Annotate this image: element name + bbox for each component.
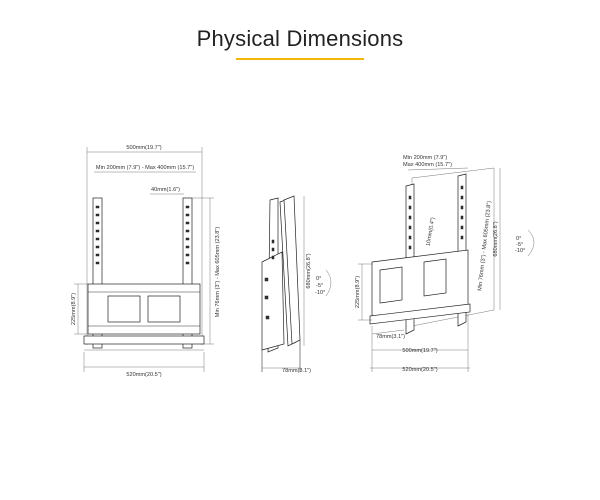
iso-plate-height-label: 225mm(8.9")	[355, 276, 361, 308]
side-view: 680mm(26.8") 78mm(3.1") 0° -5° -10°	[261, 195, 332, 374]
front-height-range-label: Min 76mm (3") - Max 605mm (23.8")	[215, 227, 221, 318]
iso-tilt-10-label: -10°	[515, 248, 525, 254]
iso-tilt-0-label: 0°	[516, 236, 521, 242]
front-width-top-label: 500mm(19.7")	[126, 145, 161, 151]
side-height-label: 680mm(26.8")	[306, 253, 312, 288]
side-tilt-5-label: -5°	[316, 283, 323, 289]
title-underline	[236, 58, 364, 60]
page-title: Physical Dimensions	[196, 26, 404, 51]
iso-offset-label: 10mm(0.4")	[426, 217, 437, 247]
front-plate-height-label: 225mm(8.9")	[71, 293, 77, 325]
iso-vesa-max-label: Max 400mm (15.7")	[403, 162, 452, 168]
front-vesa-range-label: Min 200mm (7.9") - Max 400mm (15.7")	[96, 165, 194, 171]
iso-tilt-5-label: -5°	[516, 242, 523, 248]
front-view: 500mm(19.7") Min 200mm (7.9") - Max 400m…	[71, 145, 221, 378]
iso-vesa-min-label: Min 200mm (7.9")	[403, 155, 447, 161]
front-width-bottom-label: 520mm(20.5")	[126, 372, 161, 378]
iso-width-mid-label: 500mm(19.7")	[402, 348, 437, 354]
iso-height-label: 680mm(26.8")	[493, 221, 499, 256]
side-tilt-0-label: 0°	[316, 276, 321, 282]
side-tilt-10-label: -10°	[315, 290, 325, 296]
iso-depth-label: 78mm(3.1")	[376, 334, 405, 340]
iso-view: Min 200mm (7.9") Max 400mm (15.7") 10mm(…	[355, 155, 535, 373]
front-offset-label: 40mm(1.6")	[151, 187, 180, 193]
side-depth-label: 78mm(3.1")	[282, 368, 311, 374]
iso-width-bottom-label: 520mm(20.5")	[402, 367, 437, 373]
iso-height-range-label: Min 76mm (3") - Max 605mm (23.8")	[477, 201, 492, 292]
